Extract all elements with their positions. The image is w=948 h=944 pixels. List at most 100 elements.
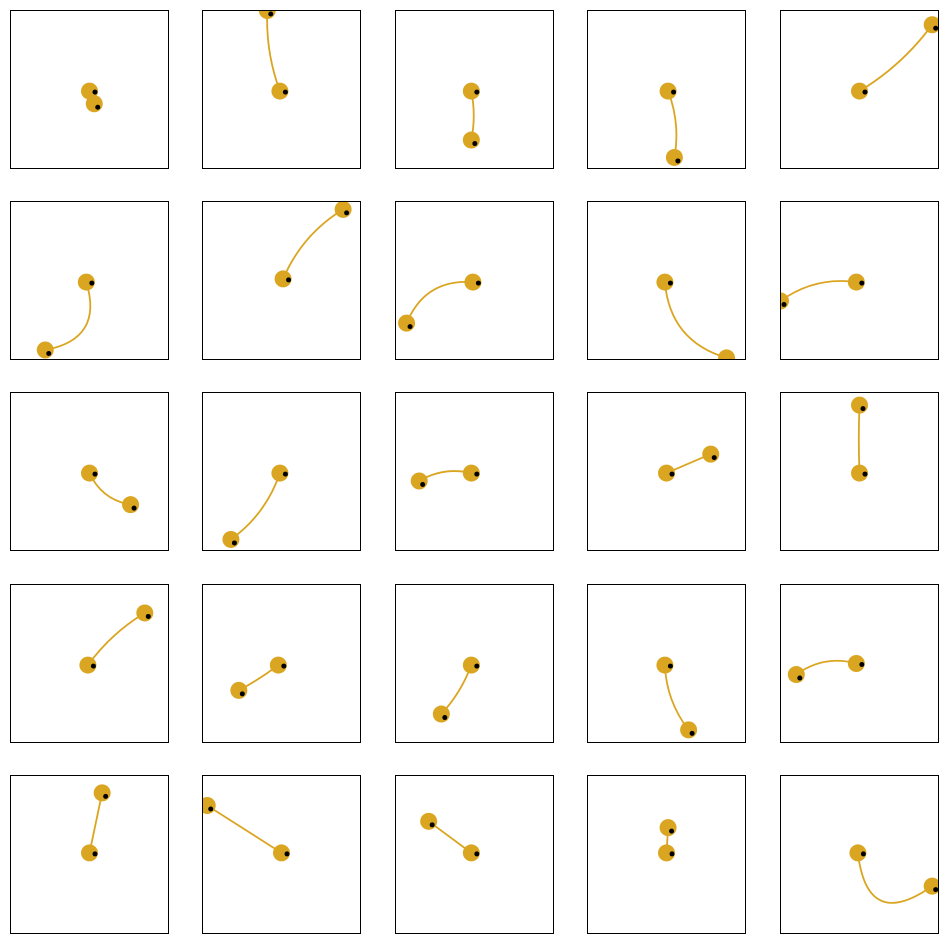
end-bob (849, 844, 867, 862)
start-bob (462, 131, 480, 149)
pendulum-panel (202, 775, 361, 934)
panel-frame (395, 392, 554, 551)
panel-frame (395, 201, 554, 360)
start-bob (202, 797, 216, 815)
end-bob (851, 82, 868, 100)
pendulum-panel (395, 201, 554, 360)
pendulum-panel (587, 775, 746, 934)
panel-frame (587, 584, 746, 743)
start-marker-dot (781, 302, 787, 308)
panel-frame (10, 10, 169, 169)
end-marker-dot (667, 280, 673, 286)
panel-content (851, 16, 939, 100)
pendulum-panel (202, 584, 361, 743)
pendulum-panel (395, 392, 554, 551)
pendulum-panel (202, 10, 361, 169)
end-bob (77, 273, 95, 291)
start-bob (222, 530, 240, 548)
end-marker-dot (474, 663, 480, 669)
end-marker-dot (281, 663, 287, 669)
start-bob (122, 496, 140, 514)
panel-content (230, 656, 287, 699)
end-marker-dot (286, 277, 292, 283)
start-marker-dot (689, 730, 695, 736)
panel-content (410, 464, 480, 490)
start-marker-dot (239, 691, 245, 697)
end-bob (462, 656, 480, 674)
end-marker-dot (90, 663, 96, 669)
start-bob (665, 148, 683, 166)
panel-content (81, 464, 140, 514)
start-bob (787, 666, 805, 684)
end-marker-dot (671, 89, 677, 95)
trajectory-curve (230, 472, 281, 541)
trajectory-curve (282, 208, 344, 280)
trajectory-curve (857, 405, 861, 474)
end-bob (462, 844, 480, 862)
start-bob (680, 721, 698, 739)
start-bob (136, 604, 154, 622)
panel-frame (587, 201, 746, 360)
start-marker-dot (268, 11, 274, 17)
start-bob (36, 341, 54, 359)
pendulum-panel (10, 584, 169, 743)
panel-frame (780, 10, 939, 169)
end-marker-dot (669, 471, 675, 477)
end-bob (273, 844, 290, 862)
panel-frame (10, 201, 169, 360)
panel-frame (780, 392, 939, 551)
trajectory-curve (857, 852, 933, 904)
panel-content (462, 82, 480, 149)
start-bob (398, 314, 416, 332)
panel-frame (10, 584, 169, 743)
panel-content (222, 464, 289, 548)
panel-frame (202, 775, 361, 934)
start-marker-dot (46, 351, 52, 357)
end-marker-dot (862, 471, 868, 477)
panel-frame (395, 775, 554, 934)
panel-content (398, 273, 482, 332)
panel-content (420, 812, 480, 862)
end-bob (847, 655, 865, 672)
panel-content (780, 273, 865, 310)
pendulum-panel (780, 584, 939, 743)
end-bob (847, 273, 865, 291)
start-bob (420, 812, 438, 830)
panel-content (659, 82, 683, 166)
end-marker-dot (284, 851, 290, 857)
panel-content (658, 819, 677, 862)
end-marker-dot (89, 280, 95, 286)
start-marker-dot (145, 613, 151, 619)
start-marker-dot (933, 25, 939, 31)
panel-frame (780, 584, 939, 743)
start-marker-dot (429, 822, 435, 828)
end-marker-dot (859, 280, 865, 286)
trajectory-curve (45, 281, 92, 351)
start-marker-dot (208, 806, 214, 812)
end-bob (271, 464, 289, 482)
trajectory-curve (206, 804, 282, 854)
start-marker-dot (711, 455, 717, 461)
panel-content (79, 604, 154, 674)
start-marker-dot (344, 210, 350, 216)
end-marker-dot (474, 851, 480, 857)
end-bob (79, 656, 97, 674)
start-marker-dot (675, 158, 681, 164)
start-bob (718, 349, 736, 360)
start-bob (230, 681, 248, 699)
panel-frame (780, 775, 939, 934)
end-marker-dot (474, 89, 480, 95)
panel-content (81, 784, 111, 862)
end-bob (659, 82, 677, 100)
start-bob (93, 784, 111, 802)
pendulum-panel (395, 10, 554, 169)
panel-content (81, 82, 103, 113)
start-marker-dot (407, 324, 413, 330)
start-bob (432, 705, 450, 723)
end-marker-dot (860, 851, 866, 857)
pendulum-panel (587, 10, 746, 169)
panel-content (202, 797, 290, 862)
start-marker-dot (933, 887, 939, 893)
end-marker-dot (92, 89, 98, 95)
start-marker-dot (231, 540, 237, 546)
